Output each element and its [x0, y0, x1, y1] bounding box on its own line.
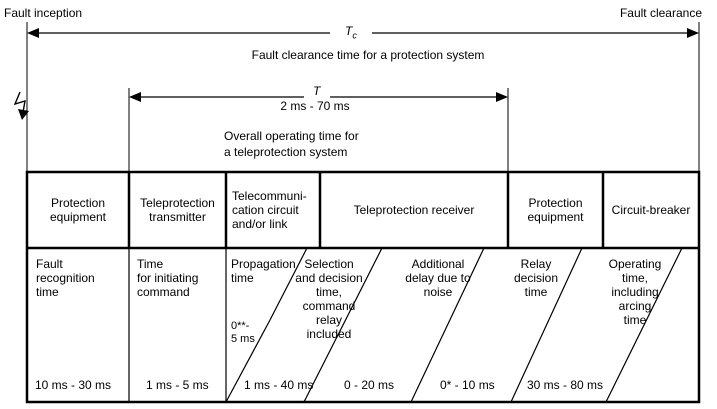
- t-symbol: T: [313, 84, 321, 98]
- step-propagation-sub: 0**- 5 ms: [231, 320, 255, 345]
- header-teleprotection-transmitter: Teleprotection transmitter: [140, 196, 215, 224]
- step-propagation: Propagation time: [231, 257, 296, 285]
- range-noise-delay: 0* - 10 ms: [440, 378, 495, 392]
- tc-symbol: Tc: [345, 24, 357, 41]
- teleprotection-caption: Overall operating time for a teleprotect…: [224, 129, 359, 159]
- range-fault-recognition: 10 ms - 30 ms: [35, 378, 112, 392]
- range-propagation: 1 ms - 40 ms: [244, 378, 314, 392]
- fault-inception-label: Fault inception: [4, 6, 83, 20]
- range-initiating-command: 1 ms - 5 ms: [146, 378, 209, 392]
- header-teleprotection-receiver: Teleprotection receiver: [353, 203, 475, 217]
- header-telecommunication-circuit: Telecommuni- cation circuit and/or link: [232, 189, 307, 231]
- step-operating-time: Operating time, including arcing time: [608, 257, 662, 327]
- step-noise-delay: Additional delay due to noise: [405, 257, 471, 299]
- t-range: 2 ms - 70 ms: [280, 99, 350, 113]
- range-relay-decision: 30 ms - 80 ms: [527, 378, 604, 392]
- tc-subscript: c: [352, 30, 357, 41]
- header-protection-equipment-2: Protection equipment: [527, 196, 584, 224]
- step-initiating-command: Time for initiating command: [137, 257, 199, 299]
- t-arrow: [129, 92, 508, 102]
- step-fault-recognition: Fault recognition time: [36, 257, 95, 299]
- step-selection-decision: Selection and decision time, command rel…: [295, 257, 363, 341]
- lightning-icon: [13, 91, 29, 120]
- step-relay-decision: Relay decision time: [513, 257, 559, 299]
- tc-caption: Fault clearance time for a protection sy…: [251, 48, 485, 62]
- header-protection-equipment: Protection equipment: [49, 196, 107, 224]
- tc-arrow: [27, 28, 699, 38]
- range-selection-decision: 0 - 20 ms: [344, 378, 395, 392]
- header-circuit-breaker: Circuit-breaker: [611, 203, 691, 217]
- timing-table: [25, 170, 701, 404]
- fault-clearance-label: Fault clearance: [619, 6, 702, 20]
